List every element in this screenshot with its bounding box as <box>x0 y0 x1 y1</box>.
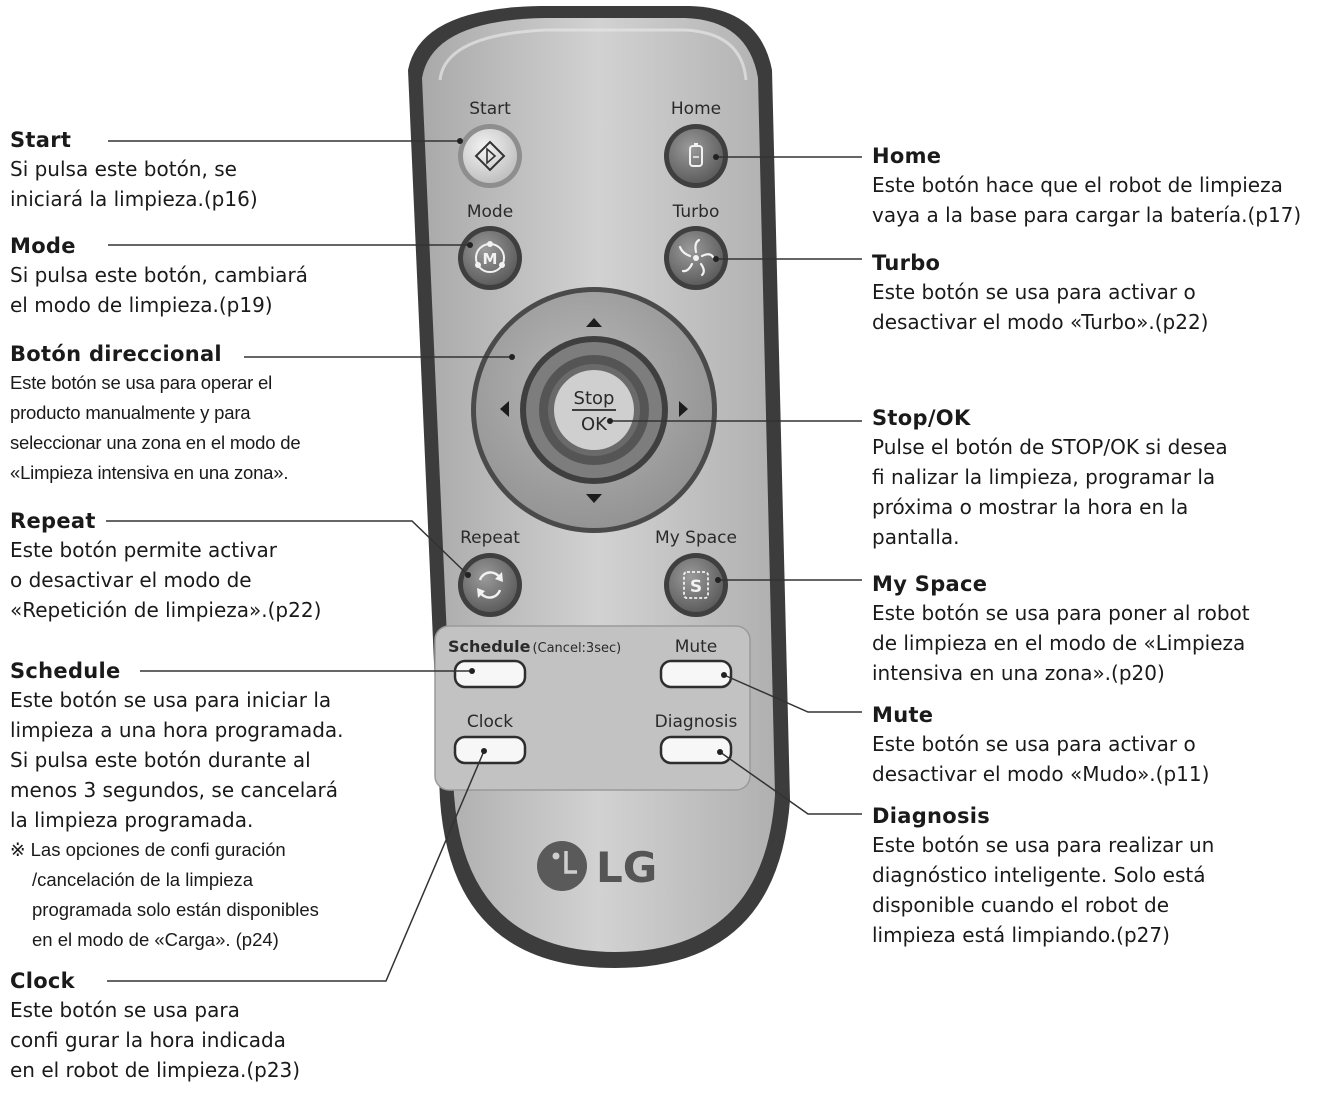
mute-annotation: Mute Este botón se usa para activar o de… <box>872 701 1209 789</box>
schedule-annotation-desc: Este botón se usa para iniciar la limpie… <box>10 688 344 832</box>
myspace-annotation-title: My Space <box>872 572 988 596</box>
start-annotation-desc: Si pulsa este botón, se iniciará la limp… <box>10 157 258 211</box>
repeat-annotation: Repeat Este botón permite activar o desa… <box>10 507 321 625</box>
mute-annotation-title: Mute <box>872 703 934 727</box>
battery-icon <box>689 143 703 167</box>
mode-icon-glyph: M <box>483 250 498 268</box>
arrow-left-icon[interactable] <box>500 401 509 417</box>
turbo-button-label: Turbo <box>672 202 720 222</box>
schedule-annotation-note: ※ Las opciones de confi guración /cancel… <box>10 839 319 950</box>
home-button-label: Home <box>671 99 721 119</box>
myspace-button[interactable]: S <box>664 553 728 617</box>
clock-leader-line <box>107 750 485 982</box>
turbo-annotation: Turbo Este botón se usa para activar o d… <box>872 249 1208 337</box>
start-annotation: Start Si pulsa este botón, se iniciará l… <box>10 126 258 214</box>
ok-label: OK <box>581 414 608 435</box>
start-button[interactable] <box>458 124 522 188</box>
start-annotation-title: Start <box>10 128 72 152</box>
stopok-annotation: Stop/OK Pulse el botón de STOP/OK si des… <box>872 404 1228 552</box>
diagnosis-annotation-title: Diagnosis <box>872 804 991 828</box>
arrow-up-icon[interactable] <box>586 318 602 327</box>
lg-logo-text: LG <box>596 843 657 892</box>
myspace-icon-glyph: S <box>690 577 702 597</box>
repeat-button-label: Repeat <box>460 528 520 548</box>
clock-button[interactable] <box>453 735 527 765</box>
home-annotation-title: Home <box>872 144 942 168</box>
start-icon <box>474 140 506 172</box>
diagnosis-annotation-desc: Este botón se usa para realizar un diagn… <box>872 833 1215 947</box>
repeat-leader-line <box>106 520 469 576</box>
diagnosis-annotation: Diagnosis Este botón se usa para realiza… <box>872 802 1214 950</box>
lg-logo: LG <box>537 841 657 892</box>
clock-annotation-desc: Este botón se usa para confi gurar la ho… <box>10 998 301 1082</box>
start-button-label: Start <box>469 99 511 119</box>
stop-label: Stop <box>574 388 615 409</box>
schedule-annotation-title: Schedule <box>10 659 121 683</box>
stop-ok-button[interactable]: Stop OK <box>548 364 640 456</box>
mode-icon: M <box>475 241 505 273</box>
arrow-right-icon[interactable] <box>679 401 688 417</box>
direction-annotation: Botón direccional Este botón se usa para… <box>10 340 301 488</box>
myspace-button-label: My Space <box>655 528 737 548</box>
clock-annotation-title: Clock <box>10 969 75 993</box>
home-button[interactable] <box>664 124 728 188</box>
mute-annotation-desc: Este botón se usa para activar o desacti… <box>872 732 1210 786</box>
turbo-button[interactable] <box>664 226 728 290</box>
repeat-annotation-desc: Este botón permite activar o desactivar … <box>10 538 322 622</box>
clock-annotation: Clock Este botón se usa para confi gurar… <box>10 967 300 1085</box>
mute-leader-line <box>723 674 862 713</box>
schedule-label-text: Schedule <box>448 637 531 656</box>
myspace-annotation: My Space Este botón se usa para poner al… <box>872 570 1250 688</box>
mode-annotation-desc: Si pulsa este botón, cambiará el modo de… <box>10 263 308 317</box>
clock-button-label: Clock <box>467 712 513 732</box>
turbo-annotation-desc: Este botón se usa para activar o desacti… <box>872 280 1209 334</box>
remote-top-highlight <box>438 28 748 81</box>
myspace-annotation-desc: Este botón se usa para poner al robot de… <box>872 601 1250 685</box>
diagnosis-button-label: Diagnosis <box>655 712 738 732</box>
arrow-down-icon[interactable] <box>586 494 602 503</box>
repeat-button[interactable] <box>458 553 522 617</box>
myspace-icon: S <box>683 571 709 599</box>
schedule-cancel-text: (Cancel:3sec) <box>532 641 621 656</box>
mode-annotation-title: Mode <box>10 234 76 258</box>
home-annotation: Home Este botón hace que el robot de lim… <box>872 142 1301 230</box>
mute-button-label: Mute <box>675 637 718 657</box>
mode-button[interactable]: M <box>458 226 522 290</box>
diagnosis-leader-line <box>719 751 862 815</box>
leader-lines <box>106 140 862 982</box>
turbo-fan-icon <box>678 238 715 277</box>
leader-dots <box>457 138 727 755</box>
repeat-icon <box>477 571 503 599</box>
repeat-annotation-title: Repeat <box>10 509 96 533</box>
schedule-button[interactable] <box>453 659 527 689</box>
mode-annotation: Mode Si pulsa este botón, cambiará el mo… <box>10 232 308 320</box>
stopok-annotation-desc: Pulse el botón de STOP/OK si desea fi na… <box>872 435 1228 549</box>
schedule-button-label: Schedule(Cancel:3sec) <box>448 637 621 656</box>
schedule-annotation: Schedule Este botón se usa para iniciar … <box>10 657 344 955</box>
mode-button-label: Mode <box>467 202 513 222</box>
turbo-annotation-title: Turbo <box>872 251 941 275</box>
direction-annotation-title: Botón direccional <box>10 342 222 366</box>
direction-annotation-desc: Este botón se usa para operar el product… <box>10 372 301 483</box>
home-annotation-desc: Este botón hace que el robot de limpieza… <box>872 173 1302 227</box>
stopok-annotation-title: Stop/OK <box>872 406 971 430</box>
mute-button[interactable] <box>659 659 733 689</box>
diagnosis-button[interactable] <box>659 735 733 765</box>
